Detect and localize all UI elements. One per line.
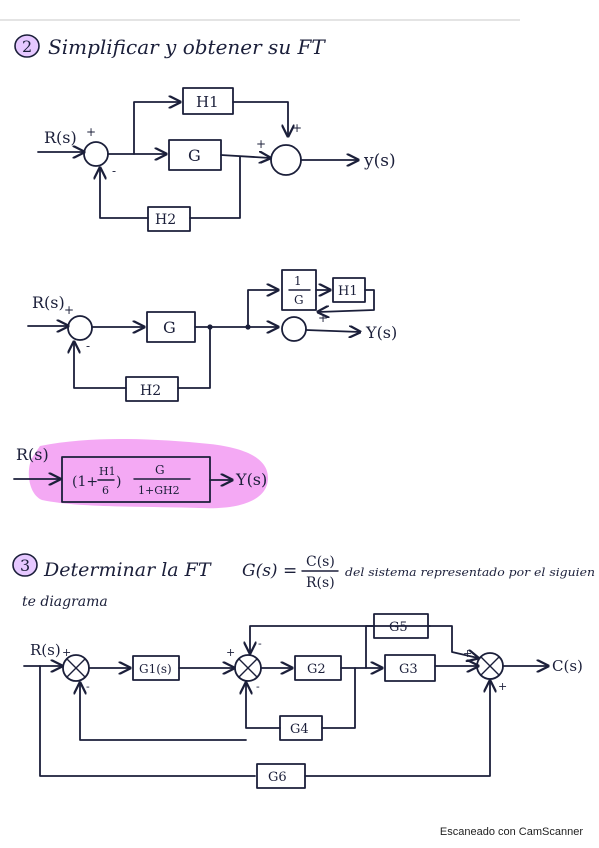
sign-minus: - [258, 637, 262, 650]
block-h2 [147, 206, 191, 232]
expr-left: (1+ [72, 474, 98, 490]
block-g-label: G [163, 318, 176, 337]
problem-text-2: del sistema representado por el siguien [345, 566, 595, 579]
fraction-numerator: 1 [294, 274, 302, 288]
diagram-3: R(s) + - G1(s) + - - G2 G3 + + C(s) G5 [23, 613, 583, 789]
block-h1 [182, 87, 234, 115]
diagram-2-result: R(s) (1+ H1 6 ) G 1+GH2 Y(s) [13, 439, 268, 509]
block-h2-label: H2 [155, 212, 176, 228]
input-label: R(s) [16, 445, 49, 464]
block-h2-label: H2 [140, 383, 161, 399]
sign-plus: + [256, 137, 266, 151]
summing-junction-1 [67, 315, 93, 341]
block-g6-label: G6 [268, 770, 287, 785]
block-g3 [384, 654, 436, 682]
highlighter-mark [28, 439, 268, 509]
fraction-denominator: R(s) [306, 575, 335, 591]
sign-plus: + [226, 646, 235, 659]
output-label: Y(s) [235, 470, 267, 489]
expr-denominator: 1+GH2 [138, 484, 180, 497]
expr-right: ) [116, 474, 121, 490]
sign-plus: + [318, 311, 328, 325]
block-g4-label: G4 [290, 722, 309, 737]
problem-2-header: 2 Simplificar y obtener su FT [14, 34, 326, 59]
input-label: R(s) [32, 293, 65, 312]
input-label: R(s) [44, 128, 77, 147]
problem-number: 3 [20, 556, 30, 575]
expr-h1: H1 [99, 465, 116, 478]
problem-number-circle [12, 553, 38, 577]
block-g5-label: G5 [389, 620, 408, 635]
output-label: C(s) [552, 657, 583, 675]
diagram-2-step-2: R(s) + - G H2 1 G H1 + Y(s) [27, 269, 397, 402]
summing-junction-1 [83, 141, 109, 167]
output-label: y(s) [363, 151, 396, 171]
problem-text-3: te diagrama [22, 594, 108, 610]
scanner-watermark: Escaneado con CamScanner [439, 826, 583, 838]
fraction-denominator: G [294, 293, 304, 307]
input-label: R(s) [30, 641, 61, 659]
output-label: Y(s) [365, 323, 397, 342]
sign-plus: + [292, 121, 302, 135]
sign-plus: + [64, 303, 74, 317]
sign-minus: - [86, 680, 90, 693]
transfer-function-label: G(s) = [242, 561, 297, 581]
sign-plus: + [463, 647, 472, 660]
problem-text-1: Determinar la FT [43, 559, 212, 581]
sign-plus: + [62, 646, 71, 659]
sign-minus: - [86, 339, 90, 353]
diagram-2-step-1: R(s) + - H1 G + + y(s) H2 [37, 87, 396, 232]
sign-minus: - [256, 680, 260, 693]
problem-number: 2 [22, 37, 32, 56]
sign-plus: + [498, 680, 507, 693]
summing-junction-2 [270, 144, 302, 176]
problem-3-header: 3 Determinar la FT G(s) = C(s) R(s) del … [12, 553, 595, 610]
block-h1-label: H1 [338, 284, 358, 299]
block-g2-label: G2 [307, 662, 326, 677]
expr-6: 6 [102, 484, 109, 497]
block-h1-label: H1 [196, 93, 219, 111]
block-g3-label: G3 [399, 662, 418, 677]
fraction-numerator: C(s) [306, 554, 335, 570]
problem-number-circle [14, 34, 40, 58]
block-g-label: G [188, 146, 201, 165]
problem-title: Simplificar y obtener su FT [48, 35, 326, 59]
sign-minus: - [112, 164, 116, 178]
expr-numerator: G [155, 463, 165, 477]
block-h2 [125, 376, 179, 402]
block-g1-label: G1(s) [139, 662, 172, 676]
summing-junction-2 [281, 316, 307, 342]
sign-plus: + [86, 125, 96, 139]
